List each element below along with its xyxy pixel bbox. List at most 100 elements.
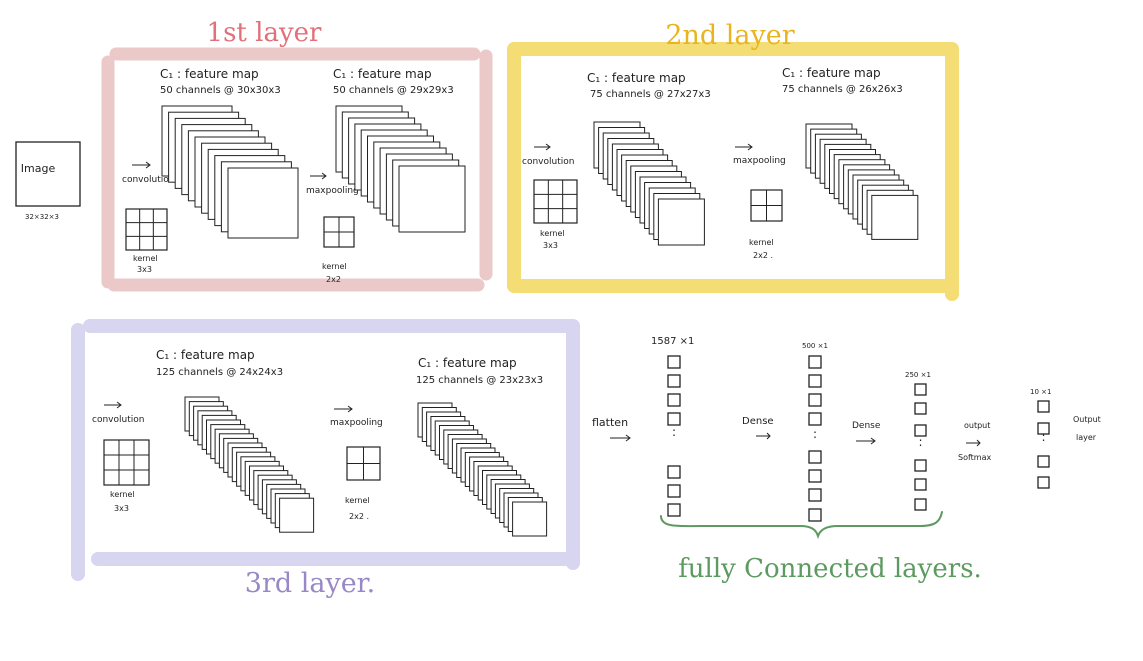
layer1-title: 1st layer	[207, 18, 322, 48]
layer2-kernel-size: 3x3	[543, 241, 558, 250]
neuron	[808, 393, 822, 407]
neuron	[1037, 400, 1050, 413]
layer1-map2-dims: 50 channels @ 29x29x3	[333, 85, 454, 96]
neuron	[808, 374, 822, 388]
layer1-conv-arrowhead	[145, 161, 151, 169]
layer2-map1-title: C₁ : feature map	[587, 71, 686, 85]
layer2-frame	[507, 42, 959, 301]
neuron	[667, 374, 681, 388]
neuron	[914, 478, 927, 491]
fc-col3-dims: 250 ×1	[905, 371, 931, 379]
input-image-box	[15, 141, 81, 207]
fc-col2-dims: 500 ×1	[802, 342, 828, 350]
layer2-title: 2nd layer	[665, 20, 794, 51]
layer1-conv-kernel	[125, 208, 168, 251]
neuron	[667, 484, 681, 498]
layer3-map2-dims: 125 channels @ 23x23x3	[416, 375, 543, 386]
layer1-map2-title: C₁ : feature map	[333, 67, 432, 81]
layer3-map1-stack	[184, 396, 315, 533]
neuron	[808, 450, 822, 464]
layer2-pool-kernel-label: kernel	[749, 238, 774, 247]
feature-map-slice	[512, 501, 548, 537]
dense2-label: Dense	[852, 421, 881, 431]
layer1-map1-stack	[161, 105, 299, 239]
neuron	[808, 469, 822, 483]
layer3-pool-kernel-label: kernel	[345, 496, 370, 505]
layer1-map1-title: C₁ : feature map	[160, 67, 259, 81]
fc-col1-neurons: :	[667, 355, 681, 517]
layer1-conv-label: convolution	[122, 175, 174, 185]
neuron-ellipsis: :	[813, 427, 817, 441]
layer1-pool-label: maxpooling	[306, 186, 359, 196]
layer2-pool-kernel-size: 2x2 .	[753, 251, 773, 260]
neuron	[914, 383, 927, 396]
fc-col3-neurons: :	[914, 383, 927, 511]
layer1-kernel-label: kernel	[133, 254, 158, 263]
kernel-outline	[533, 179, 578, 224]
feature-map-slice	[657, 198, 705, 246]
layer3-map1-title: C₁ : feature map	[156, 348, 255, 362]
layer1-kernel-size: 3x3	[137, 265, 152, 274]
neuron	[667, 412, 681, 426]
neuron	[914, 498, 927, 511]
output-arrowhead	[976, 439, 981, 447]
layer1-map1-dims: 50 channels @ 30x30x3	[160, 85, 281, 96]
layer3-conv-label: convolution	[92, 415, 144, 425]
layer1-pool-kernel	[323, 216, 355, 248]
feature-map-slice	[871, 194, 919, 240]
layer3-pool-arrowhead	[347, 405, 353, 413]
fc-brace	[660, 511, 943, 540]
layer3-conv-kernel	[103, 439, 150, 486]
layer1-map2-stack	[335, 105, 466, 233]
fc-col4-dims: 10 ×1	[1030, 388, 1051, 396]
fc-col4-neurons: :	[1037, 400, 1050, 489]
layer2-pool-kernel	[750, 189, 783, 222]
layer3-pool-kernel-size: 2x2 .	[349, 512, 369, 521]
output-layer-line2: layer	[1076, 433, 1097, 442]
layer2-map1-dims: 75 channels @ 27x27x3	[590, 89, 711, 100]
kernel-outline	[125, 208, 168, 251]
output-layer-line1: Output	[1073, 415, 1101, 424]
feature-map-slice	[398, 165, 466, 233]
layer1-frame	[101, 47, 493, 292]
layer1-pool-kernel-size: 2x2	[326, 275, 341, 284]
neuron	[808, 488, 822, 502]
layer3-kernel-label: kernel	[110, 490, 135, 499]
layer3-kernel-size: 3x3	[114, 504, 129, 513]
neuron	[667, 503, 681, 517]
layer1-pool-kernel-label: kernel	[322, 262, 347, 271]
layer2-map2-dims: 75 channels @ 26x26x3	[782, 84, 903, 95]
layer3-title: 3rd layer.	[245, 568, 375, 599]
neuron	[914, 424, 927, 437]
layer3-pool-label: maxpooling	[330, 418, 383, 428]
layer2-conv-kernel	[533, 179, 578, 224]
neuron	[667, 465, 681, 479]
neuron	[808, 508, 822, 522]
input-image-label: Image	[21, 162, 56, 175]
layer2-map1-stack	[593, 121, 705, 246]
layer2-kernel-label: kernel	[540, 229, 565, 238]
layer2-conv-arrowhead	[545, 143, 551, 151]
neuron-ellipsis: :	[918, 435, 922, 449]
fc-label: fully Connected layers.	[678, 554, 982, 584]
layer2-pool-label: maxpooling	[733, 156, 786, 166]
layer2-map2-stack	[805, 123, 919, 240]
flatten-arrowhead	[625, 434, 631, 442]
layer3-frame	[71, 319, 580, 581]
softmax-label: Softmax	[958, 453, 991, 462]
feature-map-slice	[279, 497, 315, 533]
layer2-map2-title: C₁ : feature map	[782, 66, 881, 80]
neuron	[914, 459, 927, 472]
feature-map-slice	[227, 167, 299, 239]
neuron	[1037, 422, 1050, 435]
layer2-pool-arrowhead	[747, 143, 753, 151]
dense1-label: Dense	[742, 416, 774, 427]
neuron-ellipsis: :	[1041, 430, 1045, 444]
layer3-map1-dims: 125 channels @ 24x24x3	[156, 367, 283, 378]
fc-col2-neurons: :	[808, 355, 822, 522]
input-image-dims: 32×32×3	[25, 213, 59, 221]
layer3-conv-arrowhead	[116, 401, 122, 409]
dense2-arrowhead	[870, 437, 876, 445]
neuron	[914, 402, 927, 415]
output-label: output	[964, 421, 990, 430]
